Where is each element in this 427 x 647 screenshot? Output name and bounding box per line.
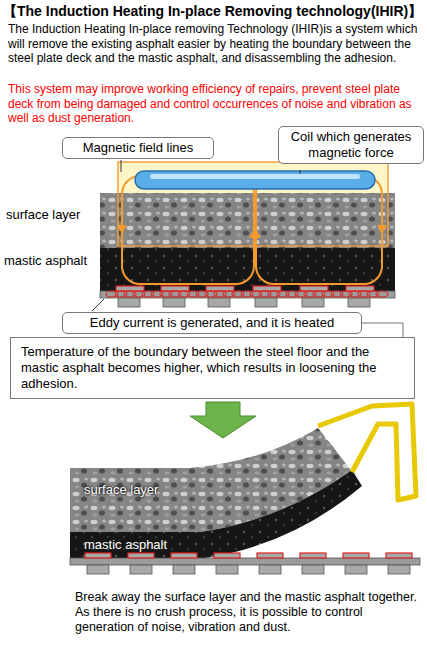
plate-ribs: [87, 565, 410, 574]
callout-box: Eddy current is generated, and it is hea…: [62, 312, 362, 334]
callout-box: Coil which generates magnetic force: [278, 126, 424, 164]
layer-label: mastic asphalt: [4, 253, 87, 269]
explanation-box: Temperature of the boundary between the …: [10, 337, 415, 399]
field-lines: [122, 176, 382, 284]
down-arrow: [190, 402, 256, 438]
layer-label: surface layer: [84, 482, 158, 498]
leader-lines: [92, 160, 300, 311]
connector: [362, 323, 403, 337]
coil-highlight: [150, 174, 360, 179]
layer-label: mastic asphalt: [84, 537, 167, 553]
box-text: Magnetic field lines: [69, 140, 207, 156]
benefit-text: This system may improve working efficien…: [8, 82, 422, 126]
layer-label: surface layer: [6, 207, 80, 223]
box-text: Coil which generates magnetic force: [285, 129, 417, 161]
heated-pads: [116, 286, 374, 291]
box-text: Temperature of the boundary between the …: [21, 344, 406, 392]
title: 【The Induction Heating In-place Removing…: [3, 3, 422, 21]
steel-plate: [100, 291, 395, 298]
removal-claw: [318, 404, 416, 500]
callout-box: Magnetic field lines: [62, 137, 214, 159]
eddy-current: [106, 291, 388, 297]
plate-ribs: [118, 298, 370, 307]
field-arrows: [117, 225, 387, 238]
steel-plate: [70, 558, 420, 565]
coil: [135, 171, 375, 189]
intro-text: The Induction Heating In-place removing …: [8, 22, 422, 66]
eddy-loop: [376, 291, 388, 297]
surface-layer: [100, 193, 395, 248]
box-text: Eddy current is generated, and it is hea…: [69, 315, 355, 331]
removal-text: Break away the surface layer and the mas…: [75, 590, 420, 635]
heated-pads: [85, 553, 412, 558]
mastic-layer-lifted: [70, 470, 362, 558]
